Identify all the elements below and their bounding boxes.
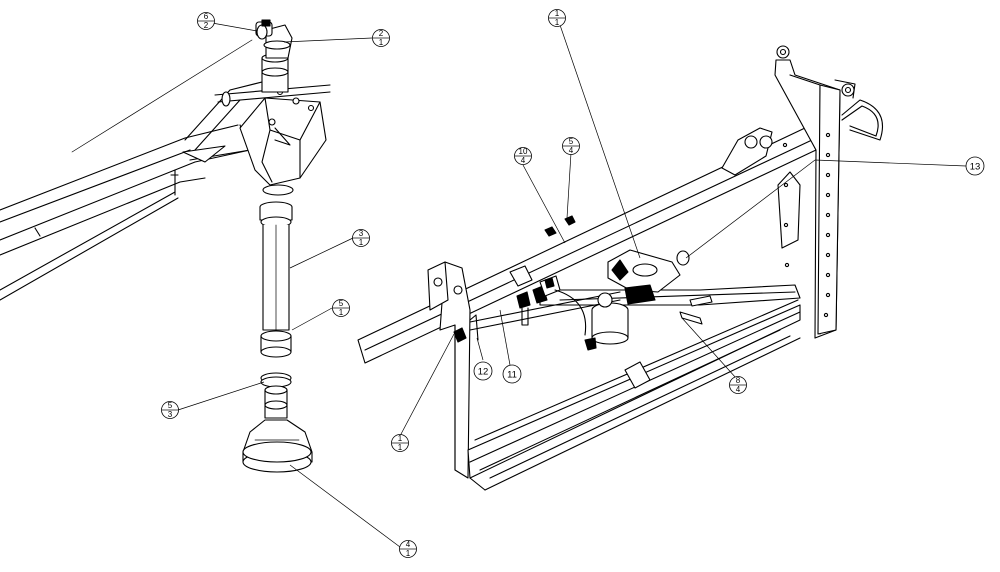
callout-5-1: 5 1 bbox=[332, 299, 350, 317]
callout-8-4-bottom: 4 bbox=[736, 385, 741, 394]
callout-5-1-bottom: 1 bbox=[339, 308, 344, 317]
callout-5-1-top: 5 bbox=[339, 299, 344, 308]
callout-5-4-bottom: 4 bbox=[569, 146, 574, 155]
callout-3-1-top: 3 bbox=[359, 229, 364, 238]
callout-6-2-bottom: 2 bbox=[204, 21, 209, 30]
callout-10-4: 10 4 bbox=[514, 147, 532, 165]
callout-10-4-top: 10 bbox=[519, 147, 528, 156]
leader-lines bbox=[177, 22, 967, 548]
callout-1-1-bottom-top: 1 bbox=[398, 434, 403, 443]
right-frame-assembly bbox=[357, 45, 884, 491]
callout-1-1-top-bottom: 1 bbox=[555, 18, 560, 27]
callout-2-1: 2 1 bbox=[372, 29, 390, 47]
callout-1-1-bottom-bottom: 1 bbox=[398, 443, 403, 452]
callout-6-2: 6 2 bbox=[197, 12, 215, 30]
callout-5-4: 5 4 bbox=[562, 137, 580, 155]
left-boom-assembly bbox=[0, 19, 331, 473]
callout-1-1-top: 1 1 bbox=[548, 9, 566, 27]
mast-holes bbox=[782, 132, 831, 318]
callout-8-4: 8 4 bbox=[729, 376, 747, 394]
callout-5-4-top: 5 bbox=[569, 137, 574, 146]
callout-3-1: 3 1 bbox=[352, 229, 370, 247]
callout-5-3: 5 3 bbox=[161, 401, 179, 419]
callout-2-1-top: 2 bbox=[379, 29, 384, 38]
callout-11-label: 11 bbox=[507, 370, 517, 381]
callout-10-4-bottom: 4 bbox=[521, 156, 526, 165]
callout-13-label: 13 bbox=[970, 162, 981, 173]
callout-2-1-bottom: 1 bbox=[379, 38, 384, 47]
callout-11: 11 bbox=[502, 364, 522, 384]
callout-5-3-bottom: 3 bbox=[168, 410, 173, 419]
callout-4-1: 4 1 bbox=[399, 540, 417, 558]
callout-5-3-top: 5 bbox=[168, 401, 173, 410]
valve-manifold bbox=[509, 265, 587, 336]
callout-13: 13 bbox=[965, 156, 985, 176]
callout-1-1-bottom: 1 1 bbox=[391, 434, 409, 452]
callout-12: 12 bbox=[473, 361, 493, 381]
callout-8-4-top: 8 bbox=[736, 376, 741, 385]
callout-6-2-top: 6 bbox=[204, 12, 209, 21]
callout-4-1-top: 4 bbox=[406, 540, 411, 549]
callout-12-label: 12 bbox=[478, 367, 489, 378]
callout-1-1-top-top: 1 bbox=[555, 9, 560, 18]
callout-4-1-bottom: 1 bbox=[406, 549, 411, 558]
distribution-unit bbox=[584, 249, 690, 351]
callout-3-1-bottom: 1 bbox=[359, 238, 364, 247]
